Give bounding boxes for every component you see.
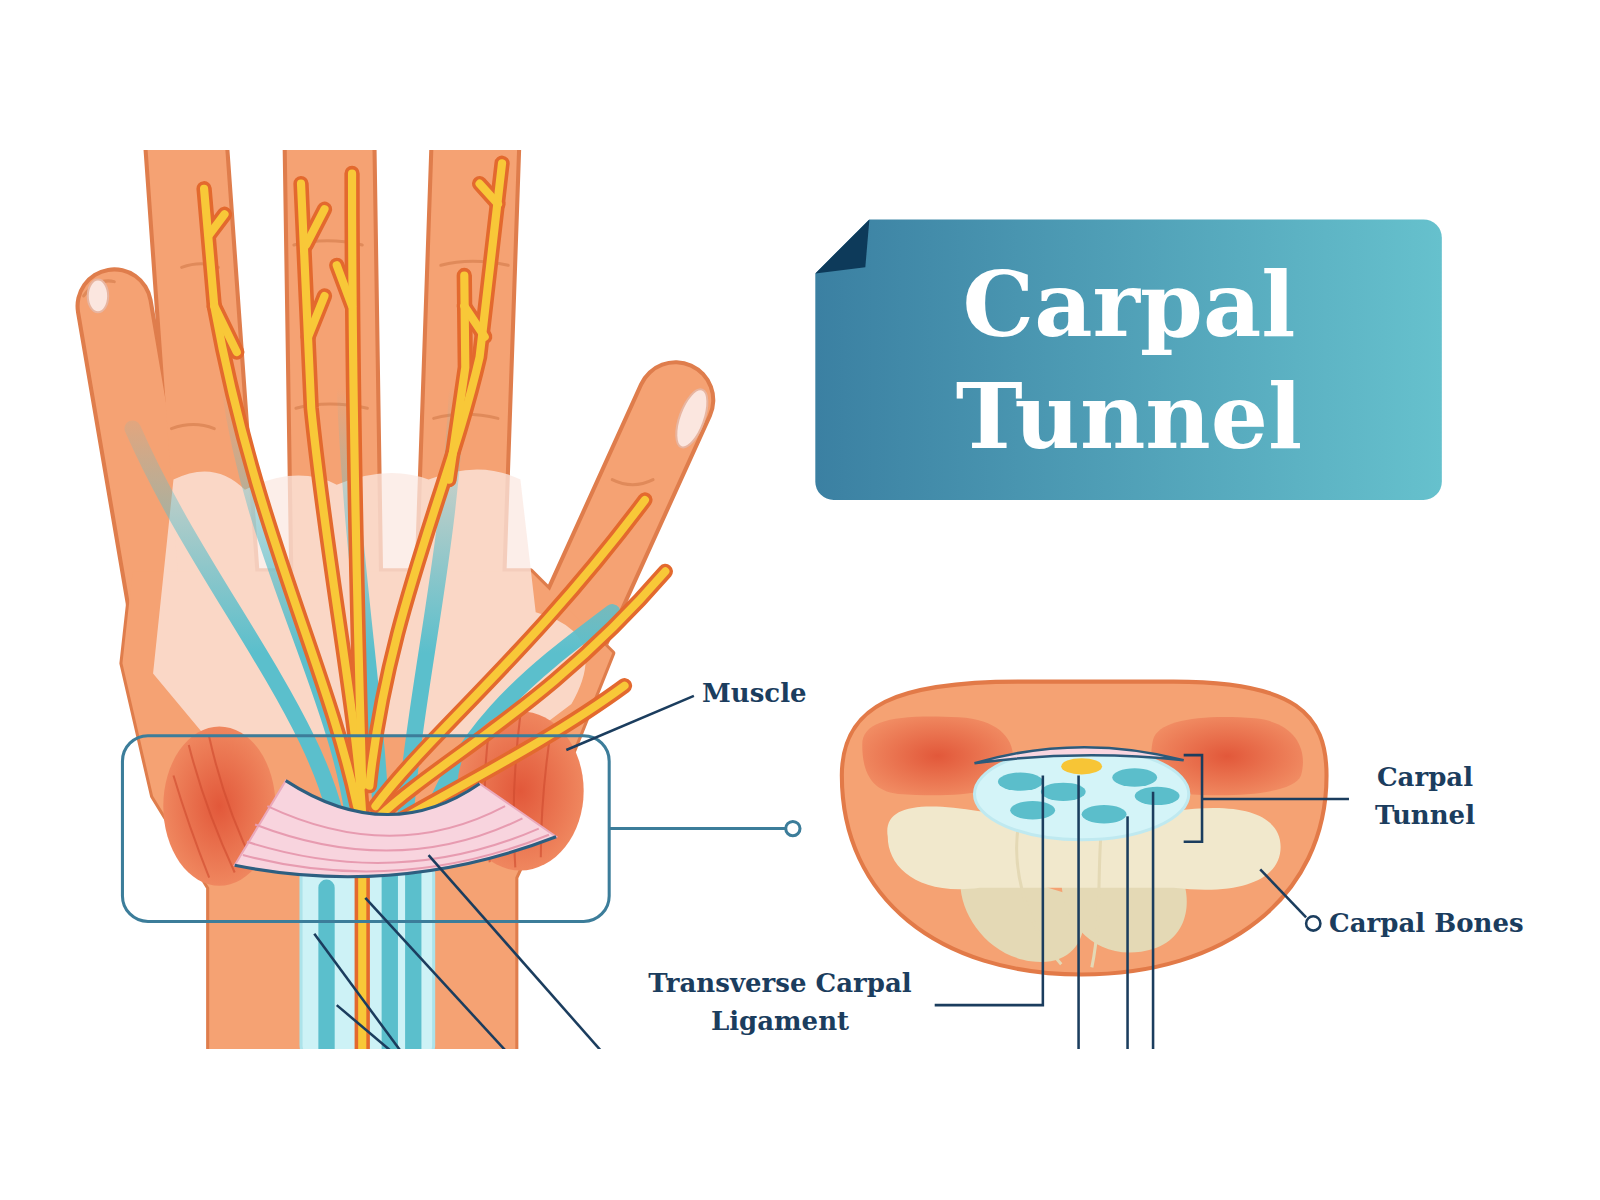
ligament-band <box>247 829 539 863</box>
title-box: Carpal Tunnel <box>816 219 1442 500</box>
leader-lines <box>1152 792 1155 1049</box>
median-nerve <box>204 163 665 1049</box>
wrist-cross-section <box>1061 758 1102 774</box>
title-text: Carpal Tunnel <box>894 248 1364 472</box>
median-nerve <box>209 214 224 234</box>
median-nerve <box>209 214 224 234</box>
median-nerve <box>204 189 357 806</box>
wrist-cross-section <box>998 772 1043 790</box>
muscle-fibres <box>189 745 235 873</box>
median-nerve <box>480 184 498 204</box>
median-nerve <box>204 189 357 806</box>
finger-details <box>84 241 653 485</box>
leader-lines <box>1077 776 1080 1049</box>
wrist-tendons <box>382 867 398 1049</box>
ligament-band <box>267 806 505 836</box>
leader-lines <box>1306 916 1320 930</box>
median-nerve <box>464 306 484 337</box>
part-label: Carpal Tunnel <box>1345 758 1505 834</box>
median-nerve <box>306 209 324 245</box>
hand-skin <box>114 150 675 1049</box>
leader-lines <box>314 934 408 1049</box>
leader-lines <box>566 696 694 750</box>
wrist-cross-section <box>1082 805 1127 823</box>
part-label: Muscle <box>702 674 902 712</box>
title-banner <box>812 216 1442 500</box>
zoom-connector <box>609 827 786 830</box>
median-nerve <box>352 173 362 785</box>
title-banner <box>815 219 1442 500</box>
leader-lines <box>1202 798 1349 801</box>
finger-details <box>171 424 214 428</box>
finger-details <box>612 480 653 485</box>
wrist-tendons <box>318 888 334 1049</box>
leader-lines <box>1184 755 1202 842</box>
ligament-band <box>243 806 549 871</box>
part-label: Carpal Bones <box>1329 904 1591 942</box>
leader-lines <box>935 776 1043 1006</box>
median-nerve <box>204 163 665 1049</box>
wrist-cross-section <box>842 682 1327 975</box>
wrist-cross-section <box>1112 768 1157 786</box>
finger-nail <box>88 280 108 313</box>
title-banner <box>812 216 872 276</box>
median-nerve <box>308 296 324 337</box>
wrist-cross-section <box>1010 801 1055 819</box>
median-nerve <box>204 163 665 1049</box>
ligament-band <box>235 781 556 877</box>
leader-lines <box>314 696 1349 1049</box>
wrist-cross-section <box>974 747 1183 763</box>
ligament-band <box>243 835 549 872</box>
ligament-band <box>255 818 522 850</box>
median-nerve <box>380 571 666 816</box>
hand-outline <box>114 150 675 1049</box>
leader-lines <box>337 1005 403 1049</box>
wrist-cross-section <box>974 748 1188 840</box>
ligament-band <box>235 781 556 877</box>
leader-lines <box>1260 869 1306 917</box>
wrist-cross-section <box>1135 787 1180 805</box>
median-nerve <box>306 209 324 245</box>
median-nerve <box>352 173 362 785</box>
ligament-band <box>286 781 480 815</box>
leader-lines <box>1126 816 1129 1049</box>
leader-lines <box>365 898 515 1049</box>
median-nerve <box>214 306 236 352</box>
focus-box <box>122 736 609 922</box>
median-nerve <box>337 265 352 306</box>
wrist-cross-section <box>842 682 1327 975</box>
thumb-nail <box>670 385 714 451</box>
title-banner <box>815 219 869 273</box>
leader-lines <box>429 855 611 1049</box>
muscle-fibres <box>173 776 209 878</box>
part-label: Transverse Carpal Ligament <box>620 964 940 1040</box>
zoom-dot <box>786 821 800 835</box>
